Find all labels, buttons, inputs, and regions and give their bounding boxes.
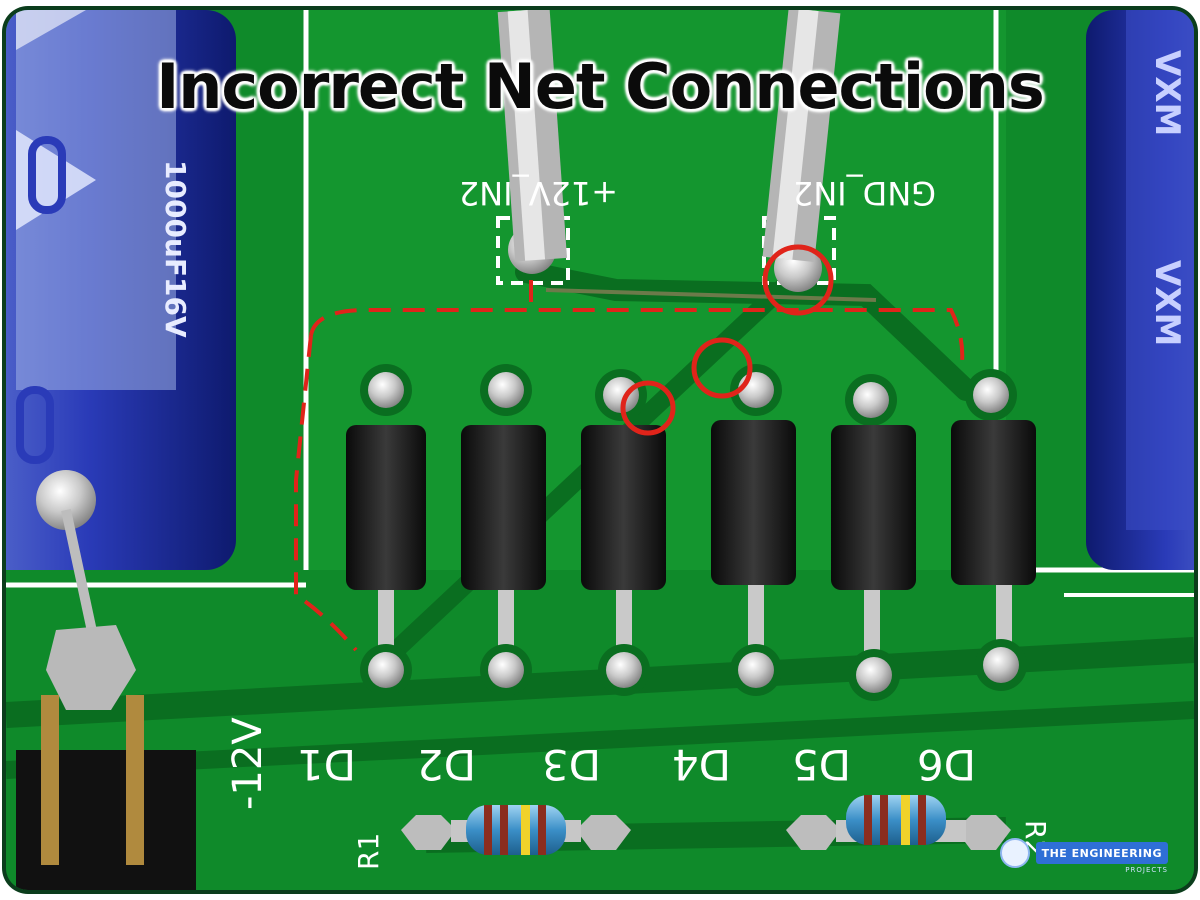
svg-text:VXM: VXM — [1147, 260, 1187, 346]
resistor-r1 — [401, 805, 631, 855]
label-d3: D3 — [542, 740, 601, 789]
diode-d1 — [346, 364, 426, 696]
diode-d4 — [711, 364, 796, 696]
diode-d5 — [831, 374, 916, 701]
fault-circle-3 — [620, 380, 676, 436]
logo-badge: THE ENGINEERING — [1035, 842, 1168, 864]
diode-d3 — [581, 369, 666, 696]
label-d2: D2 — [417, 740, 476, 789]
pcb-board: 1000uF16V VXM VXM +12V_IN2 GND_IN2 — [6, 10, 1194, 890]
photo-frame: 1000uF16V VXM VXM +12V_IN2 GND_IN2 — [6, 10, 1194, 890]
resistor-r2 — [786, 795, 1011, 850]
label-minus12v: -12V — [225, 717, 271, 810]
diode-d6 — [951, 369, 1036, 691]
capacitor-left-label: 1000uF16V — [159, 160, 192, 338]
diode-d2 — [461, 364, 546, 696]
brand-logo: THE ENGINEERING PROJECTS — [999, 838, 1168, 874]
dashed-region-outline — [309, 280, 965, 371]
label-d4: D4 — [672, 740, 731, 789]
label-d6: D6 — [917, 740, 976, 789]
svg-text:VXM: VXM — [1147, 50, 1187, 136]
input-plus-label: +12V_IN2 — [459, 174, 618, 212]
robot-icon — [999, 838, 1030, 868]
image-title: Incorrect Net Connections — [156, 50, 1045, 123]
label-r1: R1 — [352, 833, 385, 870]
fault-circle-2 — [691, 337, 753, 399]
fault-circle-1 — [762, 244, 834, 316]
logo-text: THE ENGINEERING — [1041, 847, 1162, 860]
input-gnd-label: GND_IN2 — [793, 174, 936, 212]
label-d5: D5 — [792, 740, 851, 789]
label-d1: D1 — [297, 740, 356, 789]
logo-subtext: PROJECTS — [1125, 866, 1168, 874]
